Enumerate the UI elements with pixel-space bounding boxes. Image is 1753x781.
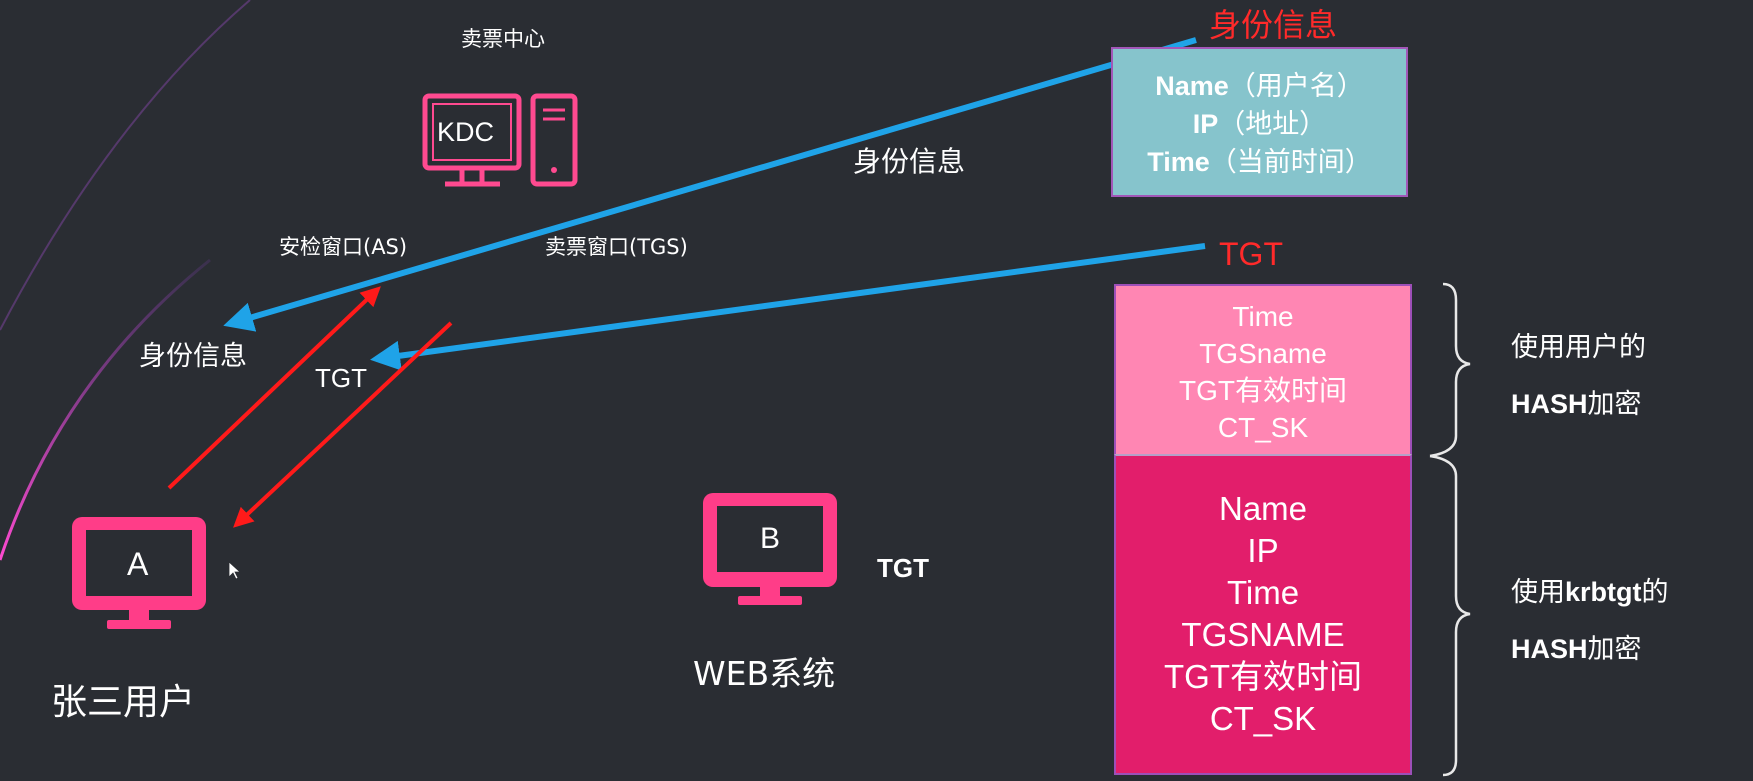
identity-packet-title: 身份信息: [1209, 6, 1338, 44]
cursor-icon: [228, 561, 242, 580]
as-window-label: 安检窗口(AS): [279, 235, 408, 259]
kdc-monitor-label: KDC: [437, 117, 495, 147]
tgt-arrow: [370, 243, 1206, 371]
identity-arrow-label: 身份信息: [853, 145, 966, 178]
tgt-field: Name: [1218, 490, 1308, 527]
kdc-server-icon: [530, 93, 578, 187]
client-monitor-icon: [72, 517, 206, 629]
identity-arrow: [223, 37, 1197, 332]
tgt-field: TGT有效时间: [1164, 658, 1362, 695]
tgt-field: TGT有效时间: [1179, 375, 1347, 406]
identity-line-ip: IP（地址）: [1192, 109, 1327, 139]
krbtgt-hash-note-line2: HASH加密: [1511, 634, 1642, 665]
request-arrow-to-as: [167, 286, 381, 490]
tgt-user-hash-section: Time TGSname TGT有效时间 CT_SK: [1114, 284, 1412, 454]
tgt-field: IP: [1247, 532, 1279, 569]
tgt-field: CT_SK: [1209, 700, 1317, 737]
client-monitor-label: A: [127, 546, 149, 582]
tgt-field: Time: [1226, 574, 1300, 611]
kdc-monitor-icon: [422, 93, 522, 187]
web-monitor-label: B: [760, 522, 781, 555]
web-monitor-icon: [703, 493, 837, 605]
user-hash-note-line1: 使用用户的: [1511, 332, 1646, 363]
tgt-field: TGSname: [1199, 338, 1327, 369]
client-tgt-label: TGT: [315, 363, 367, 393]
identity-line-name: Name（用户名）: [1155, 71, 1364, 101]
tgt-krbtgt-hash-section: Name IP Time TGSNAME TGT有效时间 CT_SK: [1114, 454, 1412, 775]
identity-packet-box: Name（用户名） IP（地址） Time（当前时间）: [1111, 47, 1408, 197]
tgs-window-label: 卖票窗口(TGS): [545, 235, 688, 259]
tgt-field: CT_SK: [1217, 412, 1309, 443]
brace-krbtgt-hash: [1429, 454, 1471, 777]
identity-line-time: Time（当前时间）: [1147, 147, 1372, 177]
brace-user-hash: [1429, 282, 1471, 458]
krbtgt-hash-note-line1: 使用krbtgt的: [1511, 577, 1669, 608]
client-user-name: 张三用户: [51, 682, 196, 723]
decorative-arc: [0, 258, 211, 561]
web-tgt-label: TGT: [877, 553, 929, 583]
tgt-field: TGSNAME: [1181, 616, 1345, 653]
response-arrow-from-tgs: [233, 321, 453, 528]
tgt-packet-title: TGT: [1219, 236, 1283, 272]
kdc-title: 卖票中心: [461, 27, 545, 51]
client-identity-label: 身份信息: [139, 341, 247, 372]
decorative-arc-faint: [0, 0, 251, 331]
tgt-field: Time: [1232, 301, 1294, 332]
web-system-name: WEB系统: [693, 654, 836, 693]
user-hash-note-line2: HASH加密: [1511, 389, 1642, 420]
